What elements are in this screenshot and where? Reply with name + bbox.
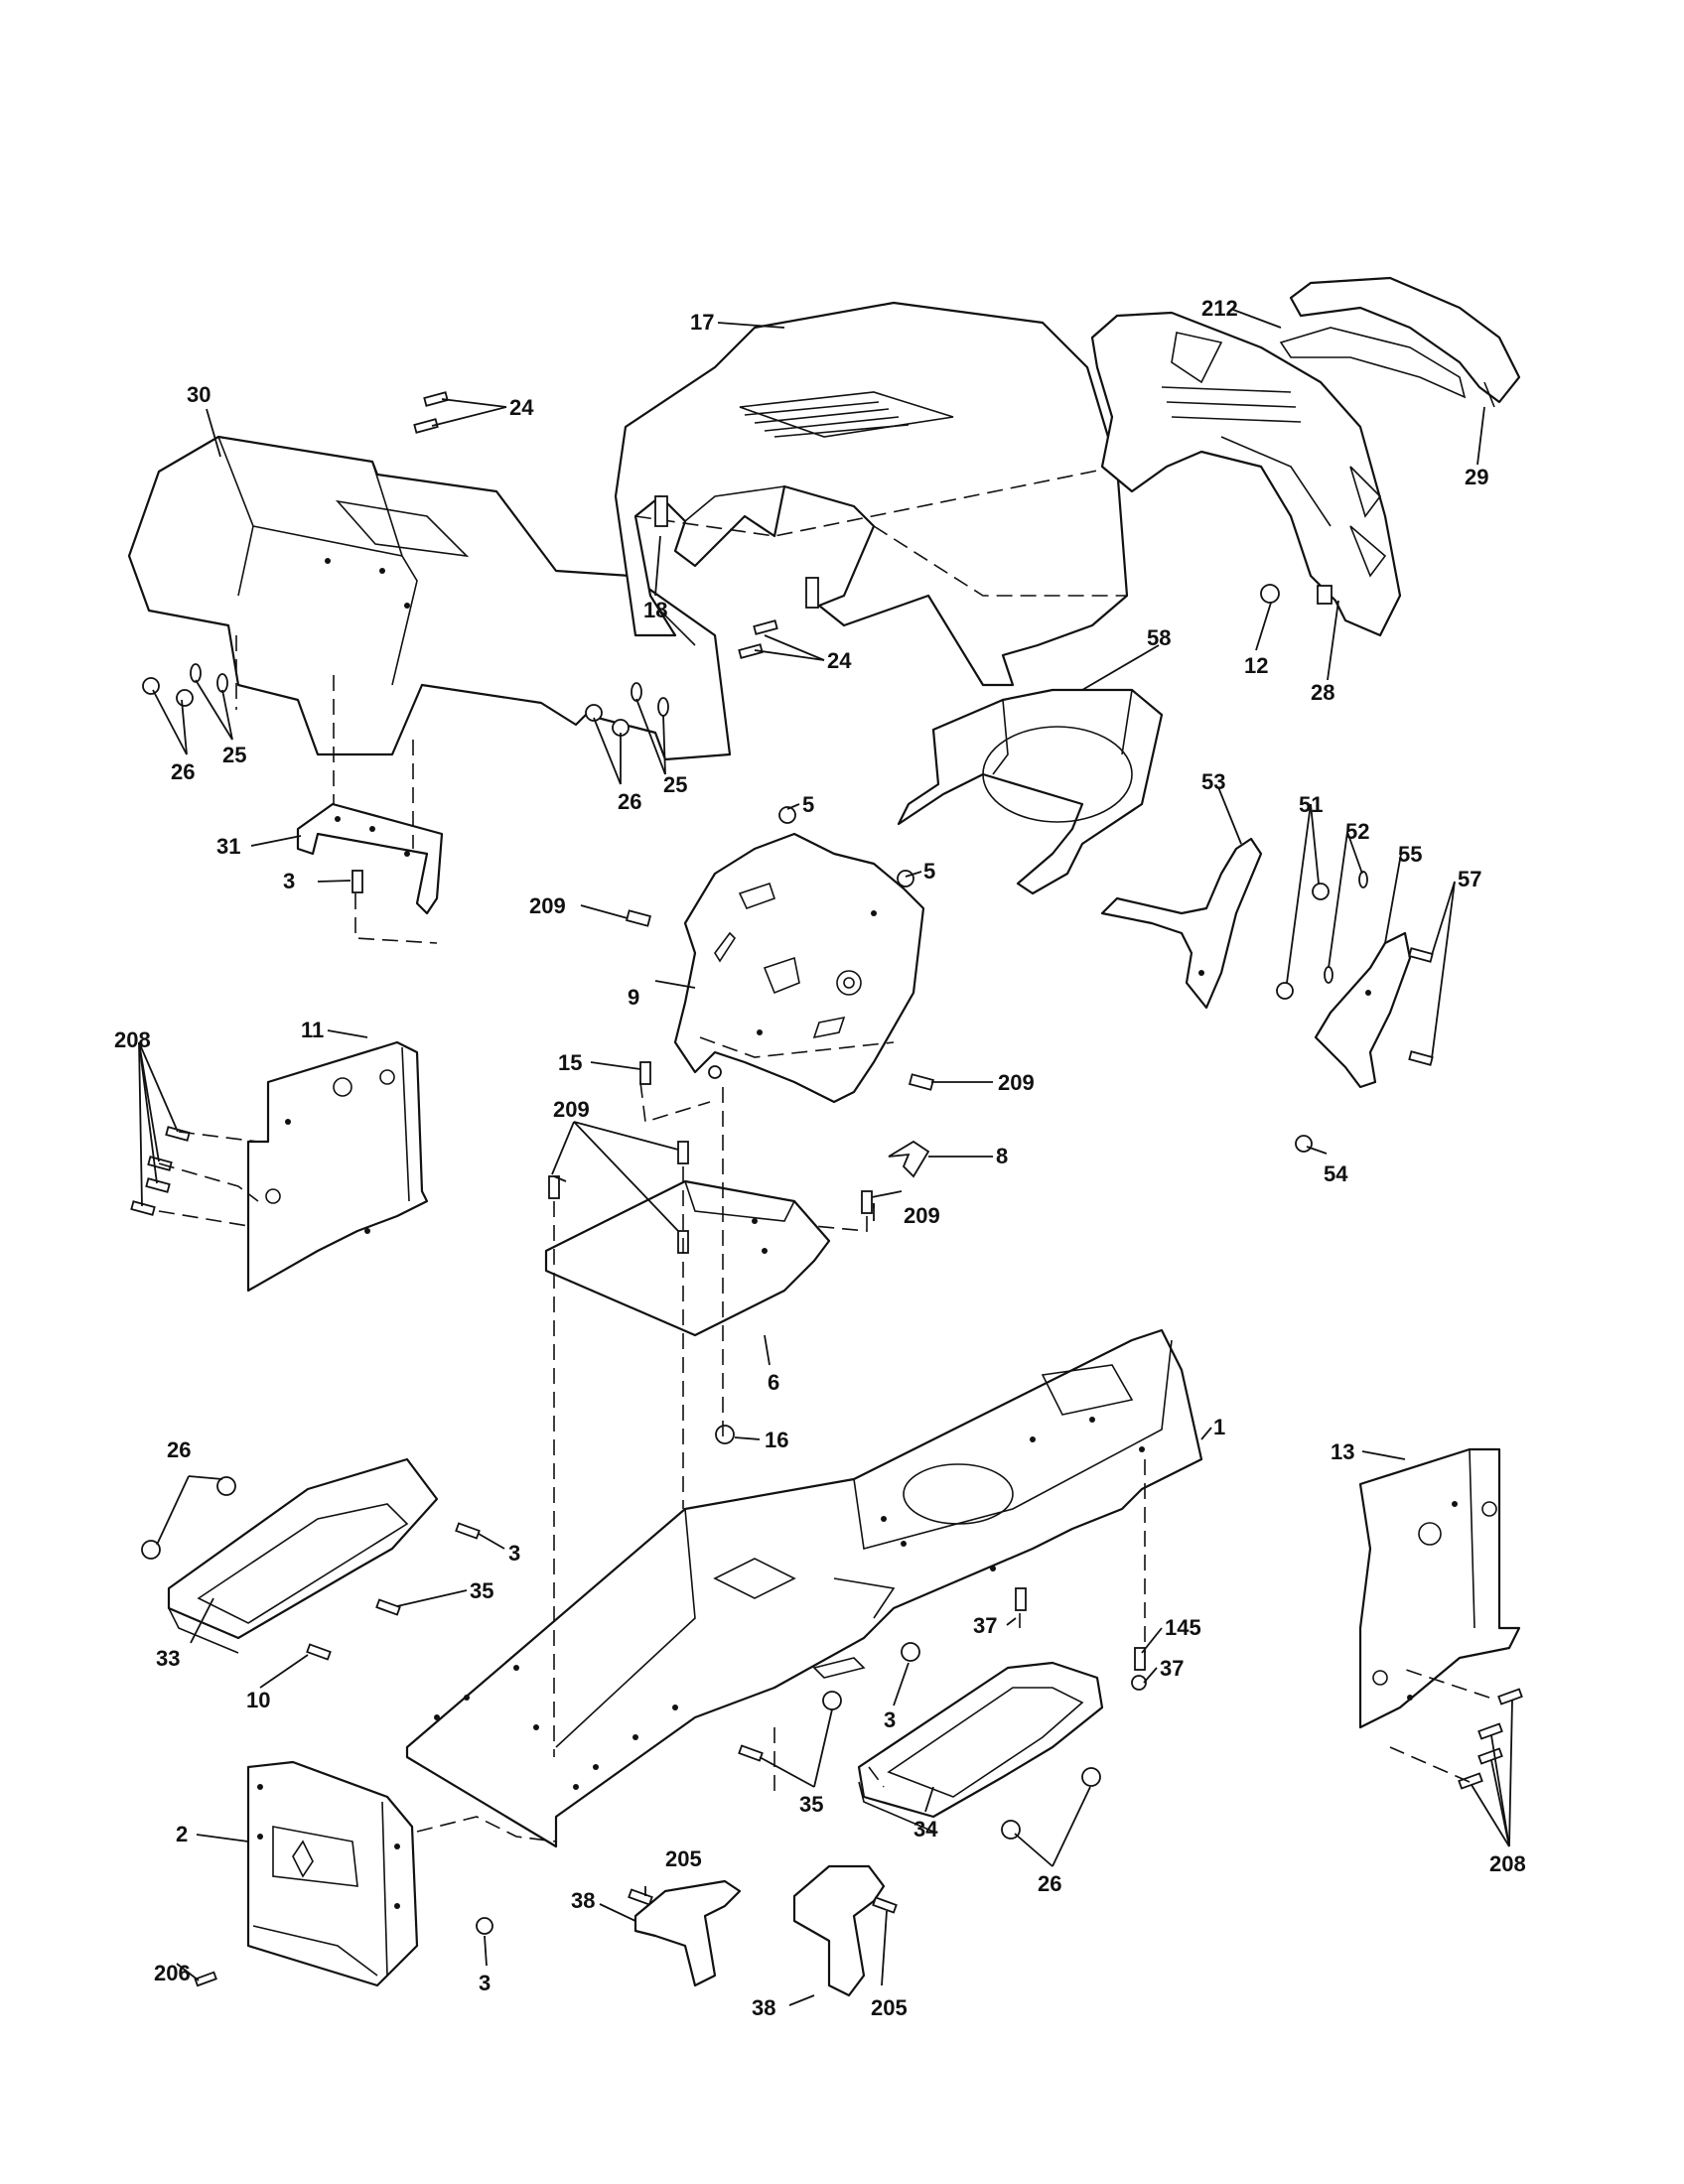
part-side-panel-11: [246, 1040, 429, 1293]
callout-208: 208: [114, 1027, 151, 1052]
part-bumper: [1279, 276, 1521, 408]
callout-12: 12: [1244, 653, 1268, 678]
callout-51: 51: [1299, 792, 1323, 817]
part-bracket-38b: [792, 1864, 886, 1997]
part-dash-panel: [673, 832, 925, 1104]
callout-16: 16: [765, 1428, 788, 1452]
callout-208: 208: [1489, 1851, 1526, 1876]
callout-58: 58: [1147, 625, 1171, 650]
callout-205: 205: [665, 1846, 702, 1871]
callout-18: 18: [643, 598, 667, 622]
callout-33: 33: [156, 1646, 180, 1671]
callout-55: 55: [1398, 842, 1422, 867]
callout-209: 209: [904, 1203, 940, 1228]
callout-17: 17: [690, 310, 714, 335]
callout-35: 35: [799, 1792, 823, 1817]
callout-35: 35: [470, 1578, 493, 1603]
callout-5: 5: [802, 792, 814, 817]
callout-28: 28: [1311, 680, 1334, 705]
callout-38: 38: [571, 1888, 595, 1913]
callout-3: 3: [884, 1707, 896, 1732]
callout-8: 8: [996, 1144, 1008, 1168]
part-bracket-38a: [633, 1879, 742, 1987]
part-frame: [405, 1328, 1203, 1848]
callout-34: 34: [913, 1817, 938, 1842]
callout-209: 209: [553, 1097, 590, 1122]
callout-209: 209: [998, 1070, 1035, 1095]
callout-37: 37: [1160, 1656, 1184, 1681]
callout-2: 2: [176, 1822, 188, 1846]
callout-15: 15: [558, 1050, 582, 1075]
part-side-panel-13: [1358, 1447, 1521, 1729]
leader-lines: [138, 309, 1513, 2006]
part-bracket-55: [1314, 931, 1412, 1089]
callout-31: 31: [216, 834, 240, 859]
callout-11: 11: [301, 1018, 324, 1042]
part-dash-duct: [897, 688, 1164, 895]
callout-54: 54: [1324, 1161, 1348, 1186]
callout-57: 57: [1458, 867, 1481, 891]
callout-6: 6: [768, 1370, 779, 1395]
callout-38: 38: [752, 1995, 775, 2020]
callout-3: 3: [479, 1971, 491, 1995]
callout-145: 145: [1165, 1615, 1201, 1640]
callout-26: 26: [618, 789, 641, 814]
callout-26: 26: [1038, 1871, 1061, 1896]
callout-25: 25: [222, 743, 246, 767]
callout-26: 26: [171, 759, 195, 784]
part-plate: [544, 1179, 831, 1337]
callout-53: 53: [1201, 769, 1225, 794]
part-grille: [1090, 311, 1402, 637]
part-rear-panel: [246, 1760, 419, 1987]
callout-26: 26: [167, 1437, 191, 1462]
part-bracket: [296, 802, 444, 915]
callout-205: 205: [871, 1995, 908, 2020]
part-footrest-34: [857, 1661, 1104, 1833]
callout-206: 206: [154, 1961, 191, 1985]
part-footrest-33: [167, 1457, 439, 1654]
callout-1: 1: [1213, 1415, 1225, 1439]
part-bracket-53: [1100, 837, 1263, 1010]
callout-37: 37: [973, 1613, 997, 1638]
callout-5: 5: [923, 859, 935, 884]
callout-24: 24: [509, 395, 534, 420]
callout-24: 24: [827, 648, 852, 673]
callout-3: 3: [508, 1541, 520, 1566]
callout-13: 13: [1331, 1439, 1354, 1464]
callout-209: 209: [529, 893, 566, 918]
callout-10: 10: [246, 1688, 270, 1712]
callout-9: 9: [628, 985, 639, 1010]
callout-29: 29: [1465, 465, 1488, 489]
callout-3: 3: [283, 869, 295, 893]
callout-labels: 30 24 17 212 29 18 24 12 28 58 26 25 26 …: [114, 296, 1526, 2020]
part-hood: [614, 301, 1129, 687]
alignment-lines: [158, 635, 1490, 1843]
callout-212: 212: [1201, 296, 1238, 321]
callout-30: 30: [187, 382, 210, 407]
callout-25: 25: [663, 772, 687, 797]
callout-52: 52: [1345, 819, 1369, 844]
